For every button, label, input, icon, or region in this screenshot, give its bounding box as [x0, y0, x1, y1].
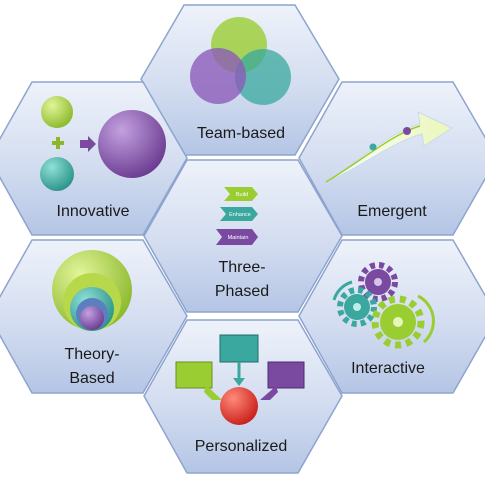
hex-label-team-based: Team-based [197, 125, 285, 142]
curved-arrow-icon [325, 111, 454, 183]
hex-theory-based: Theory- Based [0, 239, 188, 394]
circles-plus-arrow-icon [40, 96, 166, 191]
hex-interactive: Interactive [298, 239, 485, 394]
hex-label-personalized: Personalized [195, 438, 288, 455]
overlapping-circles-icon [190, 17, 291, 105]
hex-emergent: Emergent [298, 81, 485, 236]
phase-chevron: Enhance [220, 207, 258, 221]
hex-label-theory-based-line1: Theory- [64, 346, 119, 363]
hex-three-phased: Build Enhance Maintain Three- Phased [143, 159, 343, 313]
hex-label-theory-based-line2: Based [69, 370, 114, 387]
hex-label-three-phased-line1: Three- [218, 259, 265, 276]
gears-icon [332, 262, 435, 349]
svg-text:Maintain: Maintain [228, 235, 249, 241]
phase-chevron: Build [224, 187, 258, 201]
gear-icon [337, 287, 377, 327]
svg-text:Build: Build [236, 192, 248, 198]
nested-circles-icon [52, 250, 132, 331]
hex-label-innovative: Innovative [57, 203, 130, 220]
gear-icon [358, 262, 398, 302]
hex-label-emergent: Emergent [357, 203, 427, 220]
hex-personalized: Personalized [143, 319, 343, 474]
flowchart-icon [175, 334, 305, 425]
gear-icon [371, 295, 425, 349]
arrow-right-icon [80, 136, 96, 152]
hex-innovative: Innovative [0, 81, 188, 236]
svg-text:Enhance: Enhance [229, 212, 251, 218]
hex-label-interactive: Interactive [351, 360, 425, 377]
phase-chevron: Maintain [216, 229, 258, 245]
hex-label-three-phased-line2: Phased [215, 283, 269, 300]
chevron-steps-icon: Build Enhance Maintain [216, 187, 258, 245]
hex-team-based: Team-based [140, 4, 340, 156]
plus-icon [52, 137, 64, 149]
